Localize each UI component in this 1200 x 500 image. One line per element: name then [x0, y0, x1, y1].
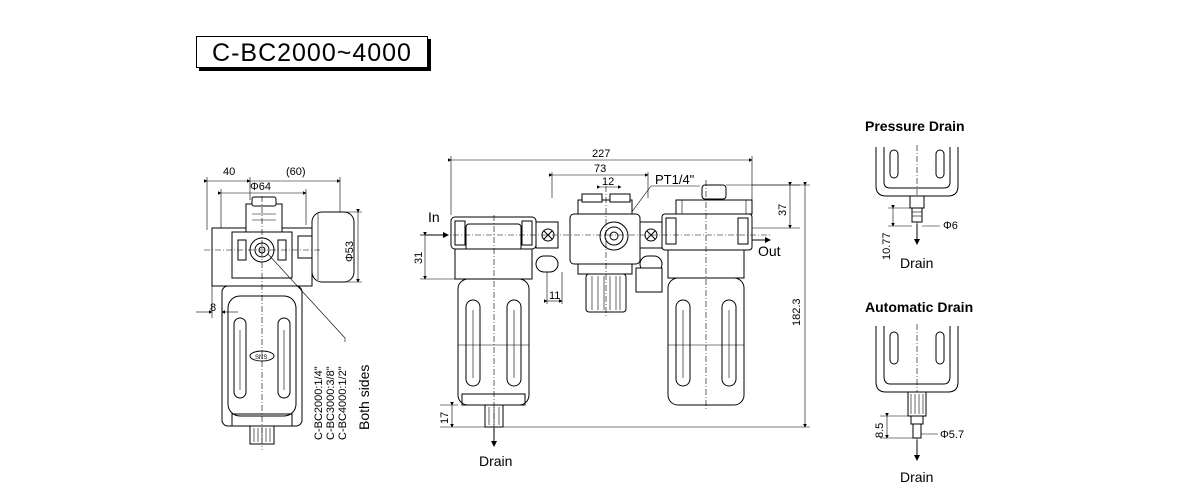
side-port-size-2: C-BC4000:1/2" — [337, 366, 349, 440]
automatic-drain-label: Drain — [900, 469, 933, 485]
front-dim-port-width: 12 — [602, 176, 614, 188]
pressure-drain-label: Drain — [900, 255, 933, 271]
front-dim-total-width: 227 — [592, 148, 610, 160]
front-drain-label: Drain — [479, 453, 512, 469]
automatic-drain-dim-diameter: Φ5.7 — [940, 429, 964, 441]
automatic-drain-heading: Automatic Drain — [865, 299, 973, 315]
side-dim-width: 40 — [223, 166, 235, 178]
pressure-drain-heading: Pressure Drain — [865, 118, 965, 134]
side-port-size-0: C-BC2000:1/4" — [313, 366, 325, 440]
pressure-drain-detail: Pressure Drain 10.77 Φ6 Drain — [865, 118, 965, 271]
front-view: 227 73 12 PT1/4" — [413, 148, 810, 469]
pressure-drain-dim-height: 10.77 — [881, 232, 893, 260]
side-logo: SNS — [255, 355, 267, 361]
side-port-size-1: C-BC3000:3/8" — [325, 366, 337, 440]
pressure-drain-dim-diameter: Φ6 — [943, 220, 958, 232]
front-dim-inlet-height: 31 — [413, 252, 425, 264]
front-outlet-label: Out — [758, 243, 781, 259]
side-both-sides: Both sides — [356, 365, 372, 430]
side-dim-diameter: Φ64 — [250, 181, 271, 193]
title-box: C-BC2000~4000 — [196, 36, 428, 68]
side-view: 40 (60) Φ64 Φ53 SNS — [196, 166, 372, 450]
front-inlet-label: In — [428, 209, 440, 225]
front-dim-center-width: 73 — [594, 163, 606, 175]
side-dim-gauge-diameter: Φ53 — [344, 241, 356, 262]
side-dim-offset: 8 — [210, 302, 216, 314]
automatic-drain-detail: Automatic Drain 8.5 Φ5.7 Drain — [865, 299, 973, 485]
front-dim-right-height: 37 — [777, 204, 789, 216]
front-dim-drain-height: 17 — [439, 412, 451, 424]
drawing-title: C-BC2000~4000 — [212, 39, 412, 67]
front-dim-small: 11 — [549, 290, 560, 302]
automatic-drain-dim-height: 8.5 — [874, 423, 886, 438]
front-dim-total-height: 182.3 — [791, 298, 803, 326]
side-dim-width-ref: (60) — [286, 166, 306, 178]
front-gauge-port: PT1/4" — [655, 172, 695, 187]
